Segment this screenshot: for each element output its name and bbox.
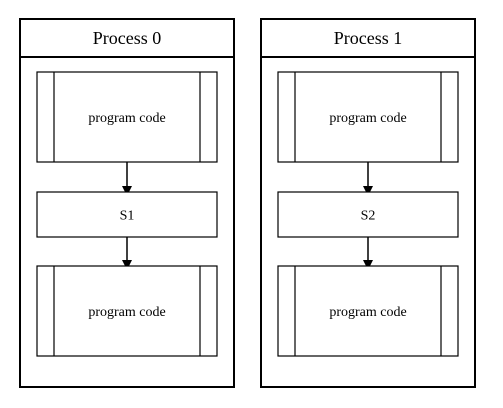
step-block: S1: [36, 191, 218, 238]
block-box: [277, 191, 459, 238]
block-label: S1: [120, 209, 135, 224]
process-title: Process 1: [334, 28, 403, 48]
block-box: [36, 191, 218, 238]
block-label: program code: [329, 111, 406, 126]
block-label: program code: [329, 305, 406, 320]
block-label: S2: [361, 209, 376, 224]
subroutine-block: program code: [277, 265, 459, 357]
block-box: [36, 265, 218, 357]
step-block: S2: [277, 191, 459, 238]
subroutine-block: program code: [36, 265, 218, 357]
subroutine-block: program code: [277, 71, 459, 163]
block-label: program code: [88, 111, 165, 126]
block-box: [277, 265, 459, 357]
block-label: program code: [88, 305, 165, 320]
block-box: [36, 71, 218, 163]
subroutine-block: program code: [36, 71, 218, 163]
block-box: [277, 71, 459, 163]
process-title: Process 0: [93, 28, 162, 48]
